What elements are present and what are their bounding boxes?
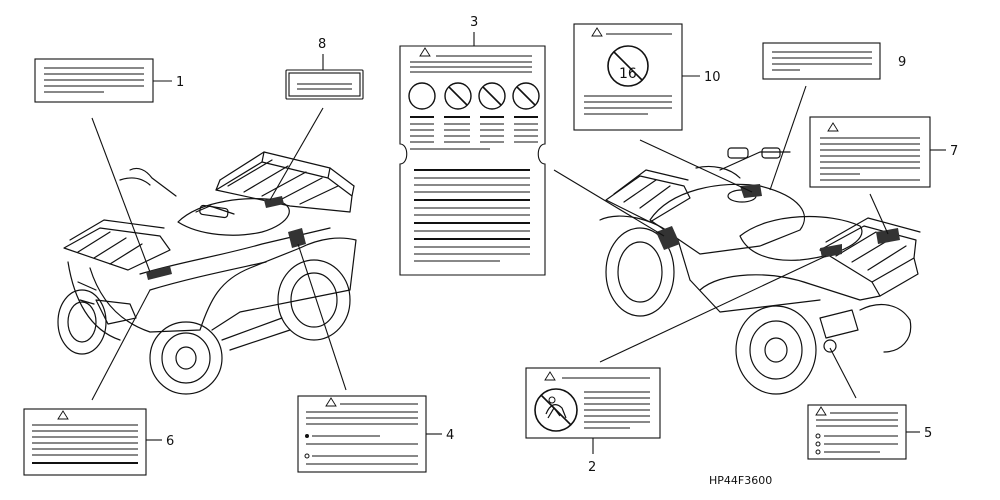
drawing-code: HP44F3600 — [709, 474, 772, 487]
label-6 — [23, 408, 147, 476]
label-decal-2 — [820, 244, 842, 258]
label-decal-7 — [876, 228, 900, 244]
atv-front-view — [57, 151, 357, 395]
callout-5: 5 — [924, 426, 932, 441]
callout-3: 3 — [470, 15, 478, 30]
label-decal-4 — [288, 228, 306, 248]
warning-triangle-icon — [591, 27, 603, 37]
warning-triangle-icon — [57, 410, 69, 420]
callout-10: 10 — [704, 70, 721, 85]
callout-4: 4 — [446, 428, 454, 443]
age-restriction-text: 16 — [619, 66, 637, 82]
label-1 — [34, 58, 154, 103]
warning-triangle-icon — [325, 397, 337, 407]
callout-2: 2 — [588, 460, 596, 475]
label-10: 16 — [573, 23, 683, 131]
prohibition-icons — [408, 82, 540, 110]
warning-triangle-icon — [827, 122, 839, 132]
label-5 — [807, 404, 907, 460]
warning-triangle-icon — [544, 371, 556, 381]
label-3 — [399, 45, 546, 276]
callout-7: 7 — [950, 144, 958, 159]
label-decal-1 — [146, 266, 172, 280]
operator-warning-icon — [534, 388, 578, 432]
atv-rear-view — [599, 147, 921, 395]
callout-9: 9 — [898, 55, 906, 70]
label-2 — [525, 367, 661, 439]
callout-6: 6 — [166, 434, 174, 449]
label-4 — [297, 395, 427, 473]
callout-1: 1 — [176, 75, 184, 90]
label-9 — [762, 42, 881, 80]
label-decal-8 — [264, 196, 284, 208]
callout-8: 8 — [318, 37, 326, 52]
warning-triangle-icon — [815, 406, 827, 416]
warning-triangle-icon — [419, 47, 431, 57]
label-7 — [809, 116, 931, 188]
label-8 — [285, 69, 364, 100]
label-decal-3 — [656, 226, 680, 250]
no-passenger-icon: 16 — [607, 45, 649, 87]
